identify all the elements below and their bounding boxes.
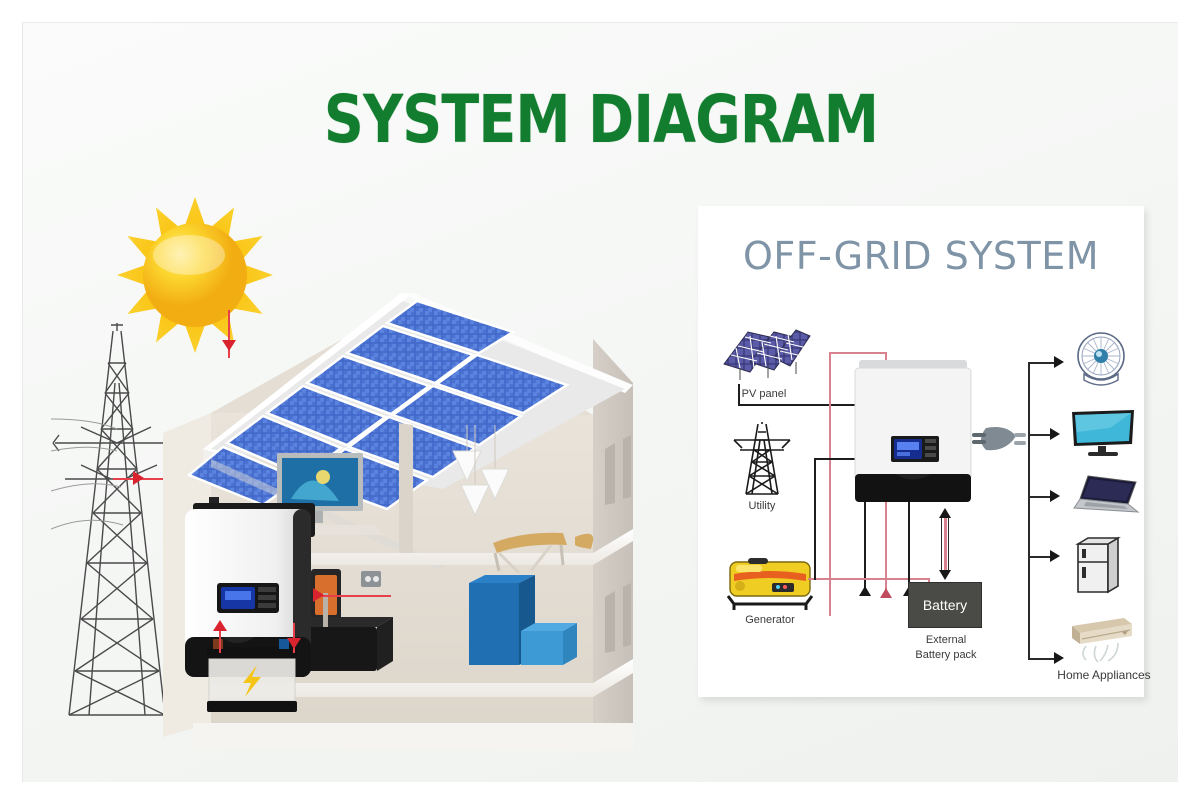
television-icon	[1070, 408, 1136, 460]
generator-label: Generator	[745, 614, 795, 626]
refrigerator-icon	[1072, 534, 1124, 596]
laptop-icon	[1070, 472, 1140, 522]
page-title: SYSTEM DIAGRAM	[323, 81, 879, 158]
pv-panel-icon	[720, 324, 812, 386]
tower-svg	[50, 321, 186, 716]
pv-panel-label: PV panel	[741, 388, 787, 400]
fridge-svg	[1075, 536, 1121, 594]
utility-label: Utility	[748, 500, 776, 512]
battery-box-label: Battery	[922, 597, 968, 613]
fan-icon	[1070, 330, 1132, 392]
tv-svg	[1072, 410, 1134, 456]
power-plug-icon	[972, 422, 1026, 458]
panel-title: OFF-GRID SYSTEM	[742, 234, 1100, 278]
external-battery-box: Battery	[908, 582, 982, 628]
panel-inverter-svg	[854, 360, 972, 502]
house-svg	[163, 293, 633, 751]
off-grid-system-panel: OFF-GRID SYSTEM	[698, 206, 1151, 697]
utility-tower-icon	[732, 420, 792, 498]
pv-panel-svg	[723, 329, 811, 380]
battery-caption-line2: Battery pack	[915, 649, 977, 661]
utility-tower-svg	[733, 420, 791, 495]
sun-svg	[117, 197, 273, 353]
air-conditioner-icon	[1066, 612, 1138, 664]
generator-svg	[726, 558, 814, 610]
utility-transmission-tower-icon	[50, 321, 201, 723]
home-appliances-label: Home Appliances	[1057, 668, 1151, 682]
generator-icon	[724, 550, 818, 612]
house-cutaway-illustration	[163, 253, 723, 753]
power-plug-svg	[972, 427, 1026, 451]
battery-caption-line1: External	[925, 634, 967, 646]
panel-inverter-icon	[853, 358, 973, 508]
fan-svg	[1077, 332, 1125, 386]
sun-icon	[115, 195, 275, 355]
ac-svg	[1072, 618, 1132, 663]
house-battery	[207, 639, 297, 712]
laptop-svg	[1073, 475, 1140, 513]
diagram-canvas: SYSTEM DIAGRAM	[22, 22, 1178, 782]
